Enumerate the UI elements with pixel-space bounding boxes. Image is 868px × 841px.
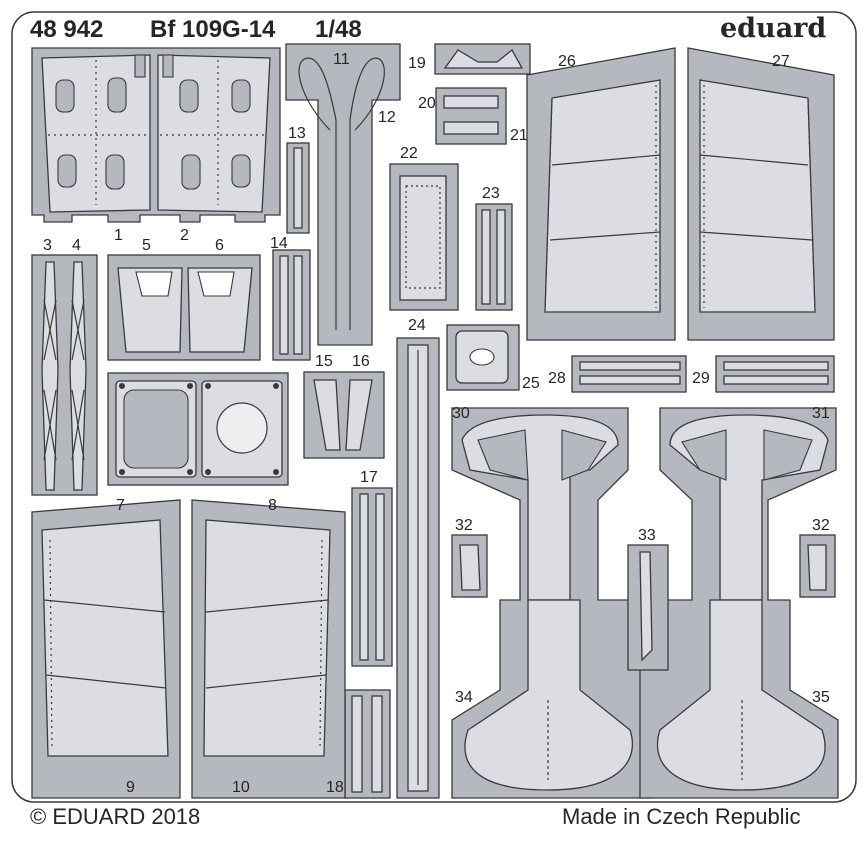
part-7-8-group: [107, 372, 289, 486]
label-part-3: 3: [43, 237, 52, 254]
part-10-group: [191, 499, 346, 799]
set-number: 48 942: [30, 16, 103, 43]
part-35-plate: [656, 599, 826, 791]
label-part-16: 16: [352, 353, 370, 370]
part-15-16-group: [303, 371, 385, 459]
model-name: Bf 109G-14: [150, 16, 276, 43]
part-11-12-group: [285, 43, 401, 346]
label-part-20: 20: [418, 95, 436, 112]
brand-logo: eduard: [720, 13, 826, 44]
label-part-18: 18: [326, 779, 344, 796]
part-27-group: [687, 47, 835, 341]
part-3-4-group: [31, 254, 98, 496]
label-part-23: 23: [482, 185, 500, 202]
label-part-29: 29: [692, 370, 710, 387]
label-part-8: 8: [268, 497, 277, 514]
label-part-14: 14: [270, 235, 288, 252]
label-part-12: 12: [378, 109, 396, 126]
scale-label: 1/48: [315, 16, 362, 43]
label-part-32a: 32: [455, 517, 473, 534]
label-part-2: 2: [180, 227, 189, 244]
label-part-19: 19: [408, 55, 426, 72]
label-part-1: 1: [114, 227, 123, 244]
label-part-34: 34: [455, 689, 473, 706]
part-27-panel: [699, 79, 816, 313]
label-part-26: 26: [558, 53, 576, 70]
label-part-6: 6: [215, 237, 224, 254]
part-9-group: [31, 499, 181, 799]
label-part-5: 5: [142, 237, 151, 254]
label-part-31: 31: [812, 405, 830, 422]
label-part-11: 11: [333, 51, 350, 68]
label-part-15: 15: [315, 353, 333, 370]
label-part-27: 27: [772, 53, 790, 70]
label-part-35: 35: [812, 689, 830, 706]
part-26-panel: [544, 79, 661, 313]
label-part-21: 21: [510, 127, 528, 144]
label-part-32b: 32: [812, 517, 830, 534]
part-2-panel: [157, 54, 271, 213]
part-1-2-group: [31, 47, 281, 223]
label-part-28: 28: [548, 370, 566, 387]
label-part-9: 9: [126, 779, 135, 796]
part-34-plate: [464, 599, 634, 791]
part-30-34-group: [451, 407, 653, 799]
copyright-text: © EDUARD 2018: [30, 804, 200, 829]
part-5-6-group: [107, 254, 261, 361]
label-part-7: 7: [116, 497, 125, 514]
fret-11-12: [285, 43, 401, 346]
part-10-panel: [203, 519, 331, 757]
part-26-group: [526, 47, 676, 341]
label-part-10: 10: [232, 779, 250, 796]
part-31-35-group: [639, 407, 839, 799]
part-9-panel: [41, 519, 169, 757]
sheet-frame: [11, 11, 857, 803]
label-part-33: 33: [638, 527, 656, 544]
label-part-22: 22: [400, 145, 418, 162]
fret-17: [351, 487, 393, 667]
label-part-4: 4: [72, 237, 81, 254]
label-part-13: 13: [288, 125, 306, 142]
fret-14: [272, 249, 311, 361]
label-part-25: 25: [522, 375, 540, 392]
origin-text: Made in Czech Republic: [562, 804, 800, 829]
label-part-24: 24: [408, 317, 426, 334]
label-part-17: 17: [360, 469, 378, 486]
label-part-30: 30: [452, 405, 470, 422]
